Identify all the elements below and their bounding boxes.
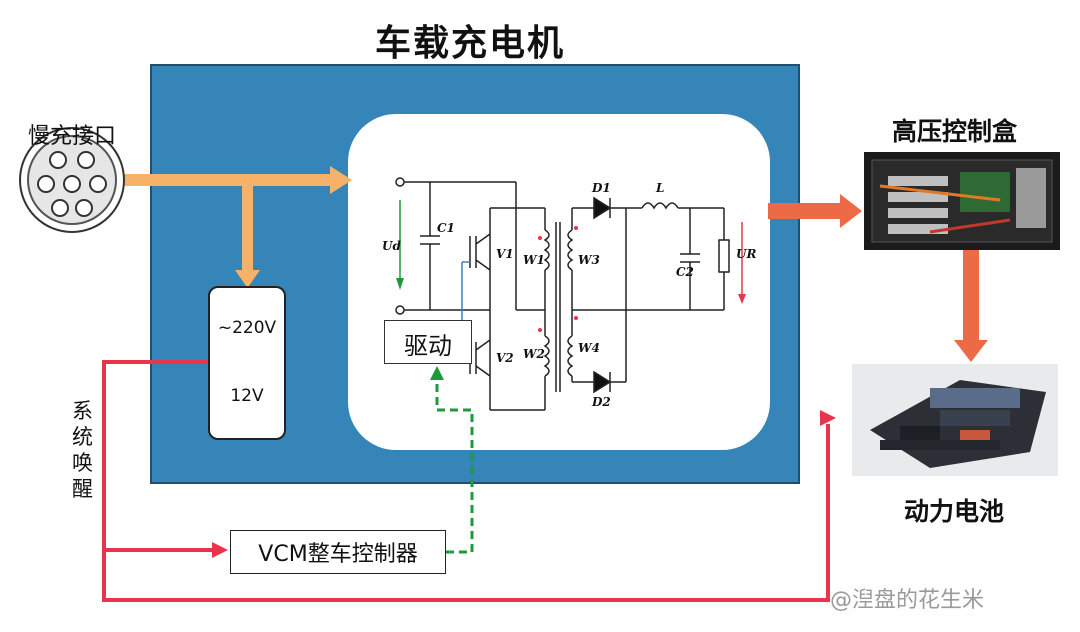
label-w1: W1 — [523, 253, 545, 267]
watermark: @湼盘的花生米 — [830, 588, 985, 613]
driver-label: 驱动 — [404, 332, 452, 360]
label-v2: V2 — [496, 351, 514, 365]
wake-arrow-battery — [820, 410, 836, 426]
dc-converter-box — [208, 286, 286, 440]
hv-control-box-image — [864, 152, 1060, 250]
converter-output-label: 12V — [230, 386, 264, 406]
hv-to-battery-arrow — [954, 250, 988, 362]
dc-output-arrow — [768, 194, 862, 228]
vcm-label: VCM整车控制器 — [258, 542, 418, 567]
label-ur: UR — [736, 247, 756, 261]
label-c1: C1 — [437, 221, 455, 235]
slow-charge-port-label: 慢充接口 — [28, 124, 117, 149]
label-w4: W4 — [578, 341, 600, 355]
wake-up-label: 系统唤醒 — [72, 399, 93, 501]
label-w3: W3 — [578, 253, 600, 267]
driver-signal-arrow — [430, 366, 444, 380]
charge-port-icon — [19, 127, 125, 233]
hv-control-box-label: 高压控制盒 — [892, 117, 1018, 146]
converter-input-label: ~220V — [217, 318, 277, 338]
power-battery-label: 动力电池 — [904, 497, 1005, 526]
label-w2: W2 — [523, 347, 545, 361]
wake-up-lines — [102, 360, 830, 602]
circuit-schematic: Ud C1 V1 V2 W1 W2 W3 W4 D1 D2 L C2 UR — [382, 177, 756, 411]
circuit-panel — [348, 114, 770, 450]
wake-arrow-vcm — [212, 542, 228, 558]
power-battery-image — [852, 364, 1058, 476]
label-v1: V1 — [496, 247, 514, 261]
driver-signal-dash — [435, 378, 474, 554]
label-d1: D1 — [591, 181, 611, 195]
label-d2: D2 — [591, 395, 611, 409]
label-l: L — [655, 181, 664, 195]
ac-input-arrow — [120, 166, 352, 194]
label-c2: C2 — [676, 265, 694, 279]
vcm-box — [230, 530, 446, 574]
driver-box — [384, 320, 472, 364]
label-ud: Ud — [382, 239, 401, 253]
diagram-title: 车载充电机 — [374, 23, 565, 64]
ac-branch-arrow — [235, 184, 260, 288]
